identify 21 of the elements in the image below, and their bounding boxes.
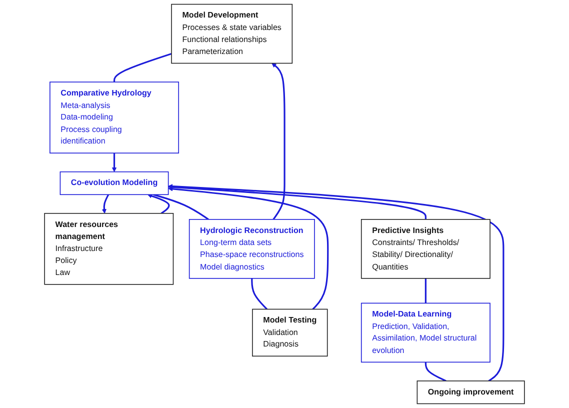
connector xyxy=(168,186,426,220)
connector xyxy=(424,362,446,382)
node-box: Hydrologic Reconstruction Long-term data sets Phase-space reconstructions Model diagnostics xyxy=(188,219,315,279)
node-box: Model-Data Learning Prediction, Validation, Assimilation, Model structural evolution xyxy=(360,302,490,363)
arrow xyxy=(102,194,110,214)
arrow xyxy=(147,194,170,214)
node-box: Model Development Processes & state variables Functional relationships Parameterization xyxy=(171,4,293,64)
connector xyxy=(113,52,172,82)
arrow xyxy=(168,184,504,382)
node-box: Model Testing Validation Diagnosis xyxy=(252,308,328,357)
arrow xyxy=(112,153,117,172)
node-box: Water resources management Infrastructure Policy Law xyxy=(44,212,174,285)
node-box: Comparative Hydrology Meta-analysis Data-modeling Process coupling identification xyxy=(50,82,180,154)
arrow xyxy=(272,63,286,220)
node-box: Ongoing improvement xyxy=(416,380,525,404)
connector xyxy=(153,194,209,220)
node-box: Co-evolution Modeling xyxy=(60,171,169,196)
connector xyxy=(424,278,426,304)
arrow xyxy=(168,186,329,310)
connector xyxy=(251,278,268,310)
node-box: Predictive Insights Constraints/ Thresholds/ Stability/ Directionality/ Quantities xyxy=(360,219,490,279)
